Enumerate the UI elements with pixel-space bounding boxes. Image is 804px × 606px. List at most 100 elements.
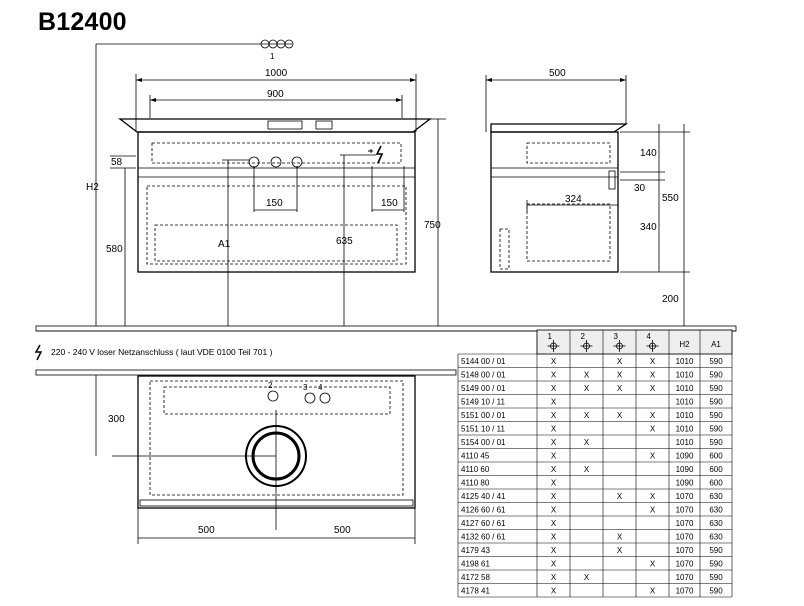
dim-drawer-height: 140 [640, 148, 657, 159]
table-cell: X [650, 506, 656, 515]
table-cell: 1090 [676, 479, 694, 488]
table-cell: 590 [709, 384, 723, 393]
front-view: 1 1000 900 58 [86, 39, 446, 326]
model-number: 4198 61 [461, 560, 490, 569]
model-number: 4125 40 / 41 [461, 492, 506, 501]
dim-lower-height: 340 [640, 222, 657, 233]
table-header [536, 329, 733, 355]
power-note: 220 - 240 V loser Netzanschluss ( laut V… [34, 344, 273, 361]
table-cell: 1010 [676, 411, 694, 420]
table-cell: 1070 [676, 506, 694, 515]
model-number: 5144 00 / 01 [461, 357, 506, 366]
table-cell: X [551, 573, 557, 582]
table-cell: X [617, 371, 623, 380]
table-cell: X [551, 357, 557, 366]
table-cell: 1070 [676, 546, 694, 555]
table-cell: 1070 [676, 533, 694, 542]
table-cell: X [650, 411, 656, 420]
table-cell: 1010 [676, 398, 694, 407]
table-cell: X [551, 546, 557, 555]
table-cell: 590 [709, 398, 723, 407]
dim-spacing-left: 150 [266, 198, 283, 209]
table-cell: 600 [709, 479, 723, 488]
table-cell: X [650, 357, 656, 366]
table-cell: 1010 [676, 357, 694, 366]
table-cell: 590 [709, 546, 723, 555]
table-cell: X [551, 384, 557, 393]
dim-spacing-right: 150 [381, 198, 398, 209]
model-number: 4110 45 [461, 452, 490, 461]
table-cell: 1010 [676, 371, 694, 380]
table-cell: X [584, 573, 590, 582]
dim-top-depth: 300 [108, 414, 125, 425]
table-cell: 590 [709, 573, 723, 582]
model-number: 4172 58 [461, 573, 490, 582]
table-cell: X [551, 371, 557, 380]
table-cell: 630 [709, 533, 723, 542]
table-cell: 1010 [676, 384, 694, 393]
table-cell: 590 [709, 560, 723, 569]
dim-h2-label: H2 [86, 182, 99, 193]
table-header-4: 4 [647, 332, 652, 341]
table-header-a1: A1 [711, 340, 721, 349]
table-cell: 590 [709, 587, 723, 596]
table-cell: 590 [709, 411, 723, 420]
table-cell: 1070 [676, 560, 694, 569]
table-cell: 600 [709, 452, 723, 461]
table-cell: X [551, 587, 557, 596]
table-cell: X [650, 384, 656, 393]
table-cell: 630 [709, 492, 723, 501]
table-header-3: 3 [614, 332, 619, 341]
table-cell: X [617, 384, 623, 393]
model-number: 4126 60 / 61 [461, 506, 506, 515]
model-number: 4132 60 / 61 [461, 533, 506, 542]
table-cell: 590 [709, 371, 723, 380]
tap-label-4: 4 [318, 383, 323, 392]
model-number: 4179 43 [461, 546, 490, 555]
table-cell: X [551, 398, 557, 407]
dim-a1-label: A1 [218, 239, 231, 250]
power-note-text: 220 - 240 V loser Netzanschluss ( laut V… [51, 347, 273, 357]
table-cell: X [650, 560, 656, 569]
dim-inner-depth: 324 [565, 194, 582, 205]
table-cell: X [650, 371, 656, 380]
table-cell: X [584, 411, 590, 420]
callout-symbol [96, 39, 294, 49]
table-cell: X [584, 384, 590, 393]
model-number: 4110 80 [461, 479, 490, 488]
model-number: 5148 00 / 01 [461, 371, 506, 380]
table-cell: X [617, 546, 623, 555]
callout-number: 1 [270, 52, 275, 61]
table-cell: X [617, 411, 623, 420]
dim-total-height: 550 [662, 193, 679, 204]
model-number: 5149 00 / 01 [461, 384, 506, 393]
table-cell: X [551, 533, 557, 542]
table-cell: 590 [709, 438, 723, 447]
table-cell: X [551, 411, 557, 420]
tap-label-3: 3 [303, 383, 308, 392]
dim-top-right: 500 [334, 525, 351, 536]
table-cell: X [584, 438, 590, 447]
table-cell: X [551, 492, 557, 501]
table-header-h2: H2 [679, 340, 690, 349]
table-cell: 1090 [676, 465, 694, 474]
table-cell: 590 [709, 357, 723, 366]
dim-inner-width: 900 [267, 89, 284, 100]
table-cell: X [551, 438, 557, 447]
table-cell: 1070 [676, 573, 694, 582]
dim-overall-width: 1000 [265, 68, 288, 79]
side-view: 500 140 30 340 550 200 324 [485, 68, 690, 326]
table-cell: X [650, 452, 656, 461]
table-cell: 630 [709, 506, 723, 515]
drawing-title: B12400 [38, 8, 127, 36]
table-cell: X [551, 479, 557, 488]
table-cell: X [551, 452, 557, 461]
tap-label-2: 2 [268, 381, 273, 390]
dim-gap: 30 [634, 183, 646, 194]
table-cell: 1070 [676, 519, 694, 528]
table-cell: X [584, 465, 590, 474]
table-cell: X [551, 519, 557, 528]
table-cell: X [551, 560, 557, 569]
table-header-2: 2 [581, 332, 586, 341]
model-number: 4127 60 / 61 [461, 519, 506, 528]
